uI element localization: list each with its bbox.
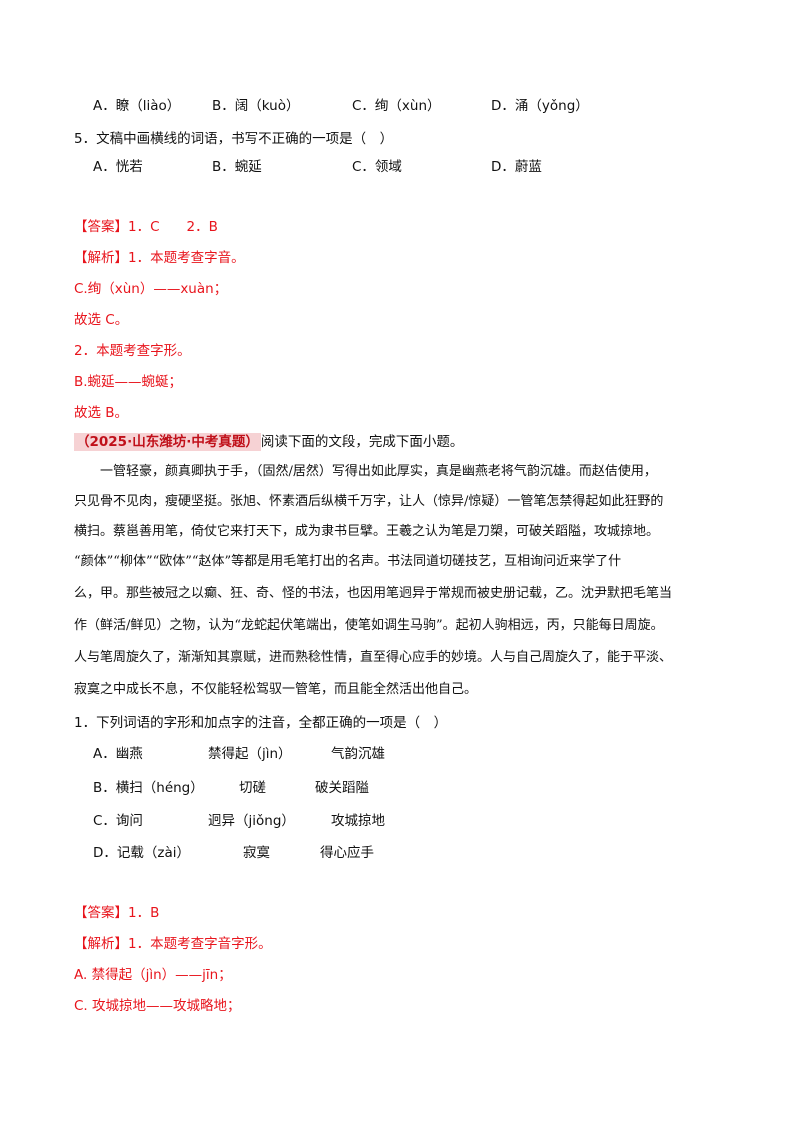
section-intro: 阅读下面的文段，完成下面小题。 [260, 434, 464, 450]
analysis-detail: A. 禁得起（jìn）——jīn； [74, 967, 232, 983]
passage-line: 作（鲜活/鲜见）之物，认为“龙蛇起伏笔端出，使笔如调生马驹”。起初人驹相远，丙，… [74, 618, 664, 633]
source-tag: （2025·山东潍坊·中考真题） [74, 433, 261, 451]
analysis-line: 【解析】1．本题考查字音。 [74, 250, 245, 266]
passage-line: 人与笔周旋久了，渐渐知其禀赋，进而熟稔性情，直至得心应手的妙境。人与自己周旋久了… [74, 650, 673, 665]
q1-option-a-word2: 禁得起（jìn） [208, 746, 292, 762]
passage-line: “颜体”“柳体”“欧体”“赵体”等都是用毛笔打出的名声。书法同道切磋技艺，互相询… [74, 554, 622, 569]
q1-option-c-word2: 迥异（jiǒng） [208, 813, 295, 829]
q1-option-a-word1: A．幽燕 [93, 746, 143, 762]
q5-option-b: B．蜿延 [212, 159, 262, 175]
q1-option-a-word3: 气韵沉雄 [331, 746, 385, 762]
q1-option-d-word1: D．记载（zài） [93, 845, 191, 861]
q5-option-a: A．恍若 [93, 159, 143, 175]
analysis-detail: 故选 C。 [74, 312, 129, 328]
q4-option-b: B．阔（kuò） [212, 98, 300, 114]
section-header: （2025·山东潍坊·中考真题）阅读下面的文段，完成下面小题。 [74, 432, 463, 452]
analysis-detail: C. 攻城掠地——攻城略地； [74, 998, 241, 1014]
q4-option-a: A．瞭（liào） [93, 98, 181, 114]
q4-option-d: D．涌（yǒng） [491, 98, 589, 114]
passage-line: 寂寞之中成长不息，不仅能轻松驾驭一管笔，而且能全然活出他自己。 [74, 682, 478, 697]
passage-line: 一管轻豪，颜真卿执于手，（固然/居然）写得出如此厚实，真是幽燕老将气韵沉雄。而赵… [74, 464, 657, 479]
q5-option-c: C．领域 [352, 159, 402, 175]
q1-option-b-word1: B．横扫（héng） [93, 780, 204, 796]
analysis-detail: 2．本题考查字形。 [74, 343, 191, 359]
q1-stem: 1．下列词语的字形和加点字的注音，全都正确的一项是（ ） [74, 715, 448, 731]
q1-option-d-word2: 寂寞 [243, 845, 270, 861]
analysis-detail: 故选 B。 [74, 405, 129, 421]
analysis-line: 【解析】1．本题考查字音字形。 [74, 936, 272, 952]
answer-line: 【答案】1．B [74, 905, 160, 921]
q1-option-c-word1: C．询问 [93, 813, 143, 829]
q1-option-b-word2: 切磋 [239, 780, 266, 796]
q5-option-d: D．蔚蓝 [491, 159, 542, 175]
q4-option-c: C．绚（xùn） [352, 98, 441, 114]
q1-option-c-word3: 攻城掠地 [331, 813, 385, 829]
q1-option-b-word3: 破关蹈隘 [315, 780, 369, 796]
analysis-detail: B.蜿延——蜿蜒； [74, 374, 183, 390]
passage-line: 只见骨不见肉，瘦硬坚挺。张旭、怀素酒后纵横千万字，让人（惊异/惊疑）一管笔怎禁得… [74, 494, 664, 509]
passage-line: 横扫。蔡邕善用笔，倚仗它来打天下，成为隶书巨擘。王羲之认为笔是刀槊，可破关蹈隘，… [74, 524, 660, 539]
q5-stem: 5．文稿中画横线的词语，书写不正确的一项是（ ） [74, 131, 394, 147]
q1-option-d-word3: 得心应手 [320, 845, 374, 861]
answer-line: 【答案】1．C 2．B [74, 219, 218, 235]
analysis-detail: C.绚（xùn）——xuàn； [74, 281, 228, 297]
passage-line: 么，甲。那些被冠之以癫、狂、奇、怪的书法，也因用笔迥异于常规而被史册记载，乙。沈… [74, 586, 673, 601]
